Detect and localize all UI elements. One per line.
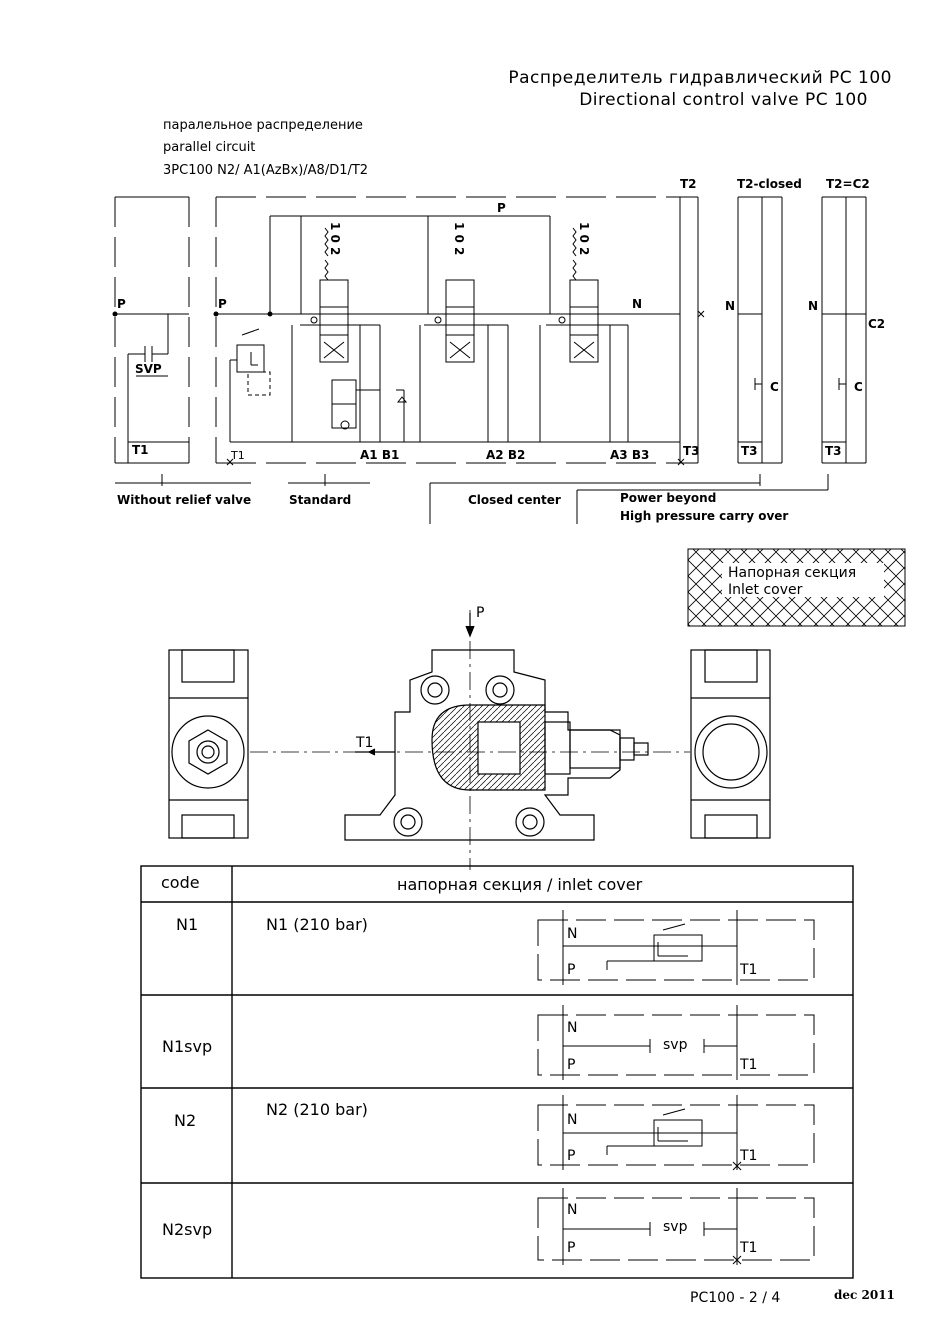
- port-p-label: P: [117, 297, 126, 311]
- row-desc: N2 (210 bar): [266, 1100, 368, 1119]
- title-en: Directional control valve PC 100: [579, 90, 868, 110]
- circuit-label-ru: паралельное распределение: [163, 118, 363, 133]
- row-desc: N1 (210 bar): [266, 915, 368, 934]
- left-side-view: [168, 649, 249, 839]
- legend-en: Inlet cover: [728, 582, 803, 598]
- section-t2-closed: [737, 196, 783, 464]
- row-port-t1: T1: [740, 1148, 758, 1164]
- variant-standard: Standard: [289, 493, 352, 507]
- title-ru: Распределитель гидравлический РС 100: [508, 68, 892, 88]
- port-t3-main: T3: [683, 444, 700, 458]
- svg-text:T1: T1: [230, 449, 245, 462]
- variant-brackets: [115, 474, 829, 524]
- port-t2-main: T2: [680, 177, 697, 191]
- inlet-cover-drawing: [168, 610, 771, 870]
- row-code: N1svp: [162, 1037, 213, 1056]
- circuit-label-en: parallel circuit: [163, 140, 256, 155]
- table-header-desc: напорная секция / inlet cover: [397, 875, 643, 894]
- variant-power-beyond: Power beyond: [620, 491, 717, 505]
- port-t3-t2c2: T3: [825, 444, 842, 458]
- spool1-positions: 1 0 2: [328, 222, 342, 256]
- port-a1b1: A1 B1: [360, 448, 400, 462]
- port-n-main: N: [632, 297, 643, 311]
- circuit-code: 3PC100 N2/ A1(AzBx)/A8/D1/T2: [163, 163, 369, 178]
- variant-closed-center: Closed center: [468, 493, 561, 507]
- port-c-t2c2: C: [854, 380, 863, 394]
- variant-without-relief: Without relief valve: [117, 493, 252, 507]
- table-header-code: code: [161, 873, 200, 892]
- spool2-positions: 1 0 2: [452, 222, 466, 256]
- row-port-p: P: [567, 962, 576, 978]
- row-port-p: P: [567, 1148, 576, 1164]
- row-code: N2: [174, 1111, 197, 1130]
- row-port-n: N: [567, 1112, 578, 1128]
- drawing-t1-label: T1: [356, 735, 374, 751]
- port-n-t2c2: N: [808, 299, 819, 313]
- t2-c2-label: T2=C2: [826, 177, 870, 191]
- port-t3-t2closed: T3: [741, 444, 758, 458]
- table-schematics: [537, 910, 815, 1265]
- port-a2b2: A2 B2: [486, 448, 526, 462]
- footer-page: PC100 - 2 / 4: [690, 1290, 781, 1306]
- row-port-t1: T1: [740, 962, 758, 978]
- legend-text-background: [722, 563, 884, 597]
- row-port-n: N: [567, 926, 578, 942]
- port-t1-left: T1: [132, 443, 149, 457]
- port-a3b3: A3 B3: [610, 448, 650, 462]
- row-code: N1: [176, 915, 199, 934]
- row-code: N2svp: [162, 1220, 213, 1239]
- drawing-p-label: P: [476, 605, 485, 621]
- main-valve-block: T1: [213, 196, 705, 466]
- row-svp: svp: [663, 1219, 688, 1235]
- section-t2-c2: [821, 196, 867, 464]
- port-c-t2closed: C: [770, 380, 779, 394]
- front-view: [250, 610, 690, 870]
- row-port-t1: T1: [740, 1240, 758, 1256]
- port-p-label-main: P: [218, 297, 227, 311]
- variant-high-pressure: High pressure carry over: [620, 509, 789, 523]
- legend-ru: Напорная секция: [728, 565, 857, 581]
- codes-table: [140, 865, 854, 1279]
- row-port-p: P: [567, 1240, 576, 1256]
- footer-date: dec 2011: [834, 1288, 895, 1302]
- spool3-positions: 1 0 2: [577, 222, 591, 256]
- right-side-view: [690, 649, 771, 839]
- port-p-gallery-label: P: [497, 201, 506, 215]
- t2-closed-label: T2-closed: [737, 177, 802, 191]
- row-port-n: N: [567, 1202, 578, 1218]
- row-port-p: P: [567, 1057, 576, 1073]
- row-svp: svp: [663, 1037, 688, 1053]
- section-without-relief: [112, 196, 190, 464]
- row-port-t1: T1: [740, 1057, 758, 1073]
- port-n-t2closed: N: [725, 299, 736, 313]
- svp-label: SVP: [135, 362, 162, 376]
- row-port-n: N: [567, 1020, 578, 1036]
- port-c2: C2: [868, 317, 886, 331]
